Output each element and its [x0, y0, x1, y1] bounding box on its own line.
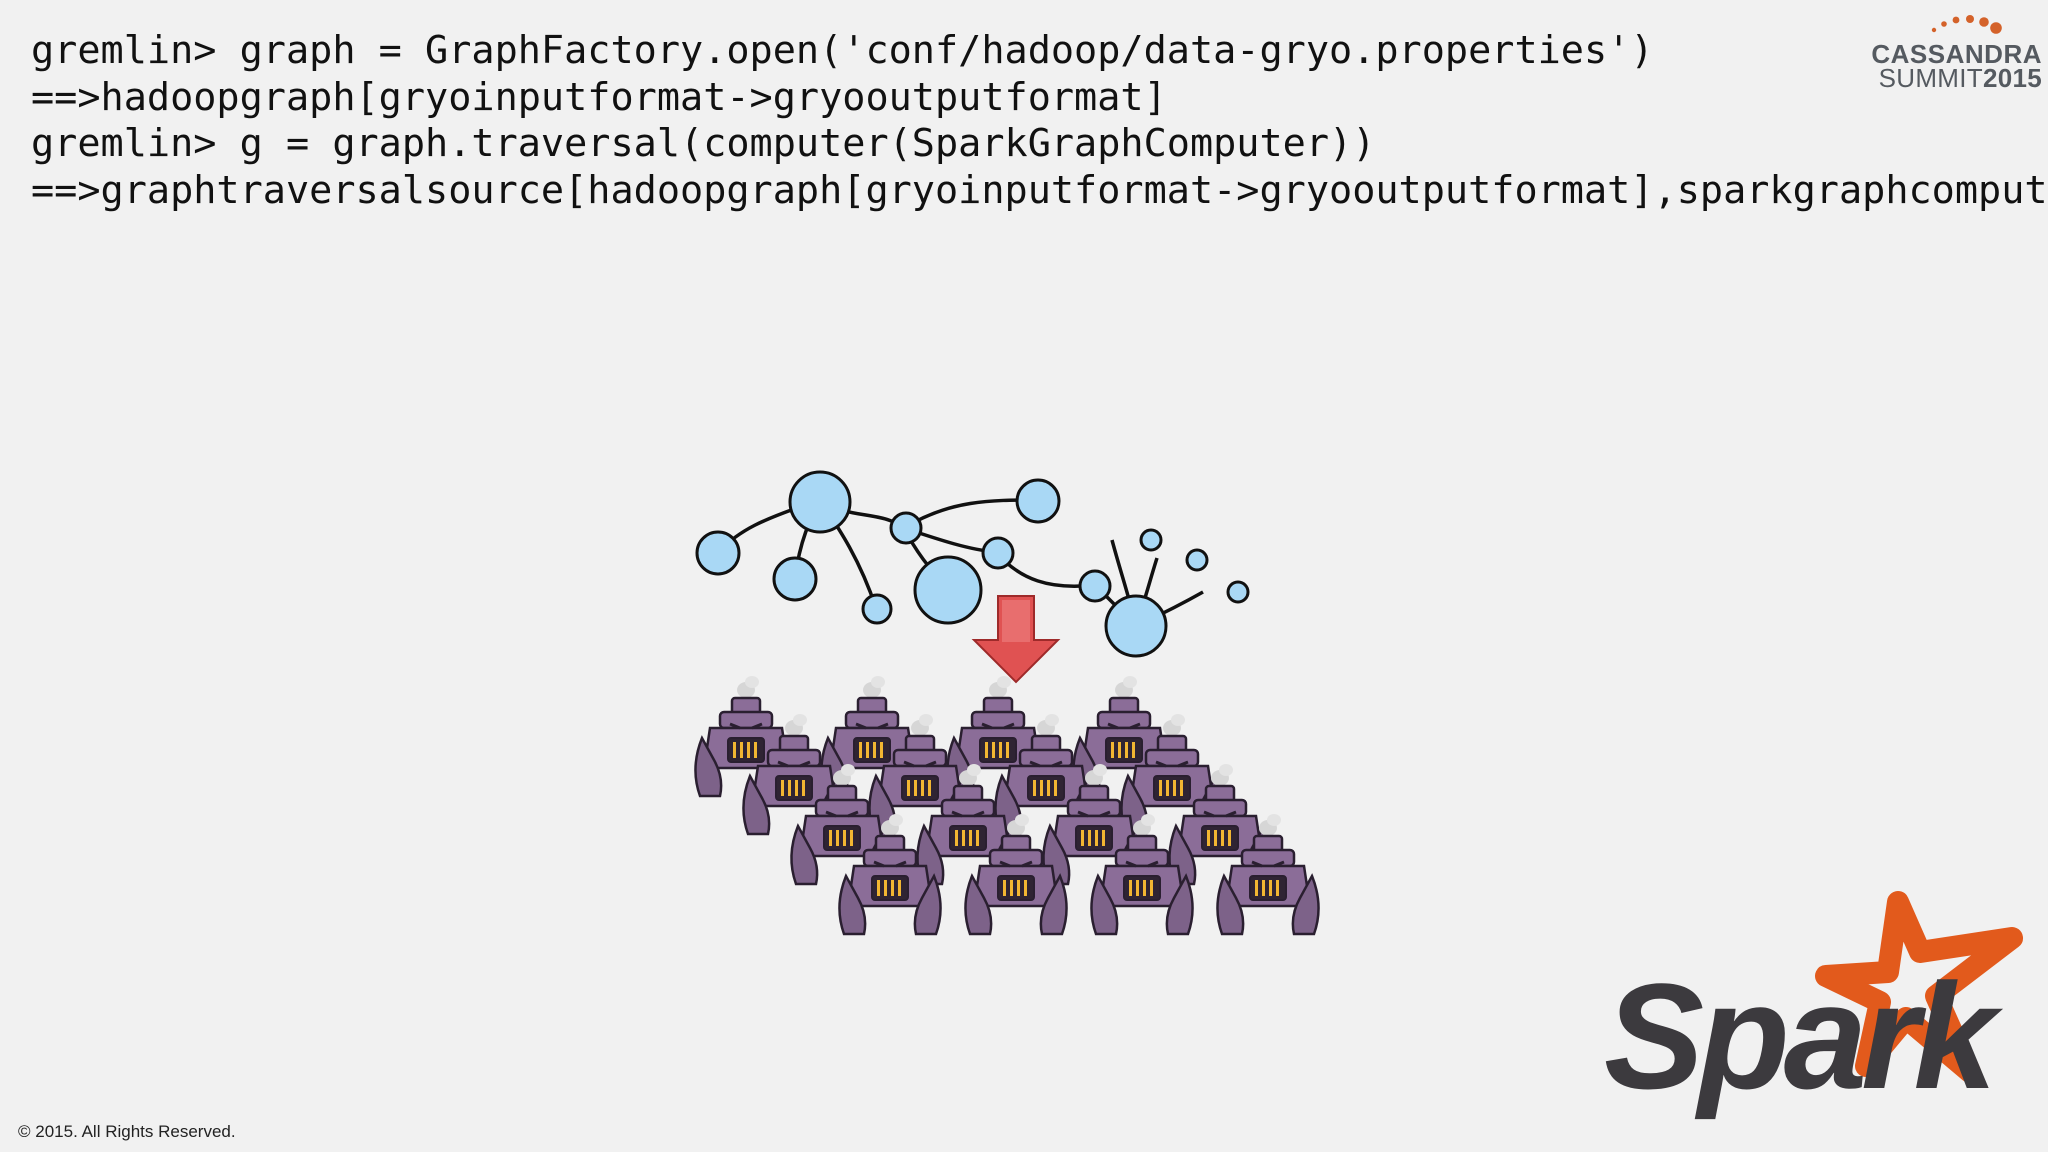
worker-robot-icon: [693, 674, 1321, 936]
spark-wordmark: Spark: [1604, 952, 2003, 1120]
down-arrow-icon: [971, 595, 1061, 684]
cassandra-logo-text: CASSANDRA: [1871, 39, 2042, 69]
code-line-2: ==>hadoopgraph[gryoinputformat->gryooutp…: [31, 74, 1167, 120]
cassandra-eye-icon: [1931, 15, 2002, 34]
spark-logo: Spark: [1604, 891, 2023, 1120]
summit-year: 2015: [1982, 63, 2042, 93]
code-line-4: ==>graphtraversalsource[hadoopgraph[gryo…: [31, 167, 2048, 213]
code-line-3: gremlin> g = graph.traversal(computer(Sp…: [31, 121, 1376, 166]
spark-star-icon: [1815, 891, 2023, 1083]
gremlin-console-code: gremlin> graph = GraphFactory.open('conf…: [31, 28, 2048, 214]
graph-nodes: [695, 470, 1250, 658]
code-line-1: gremlin> graph = GraphFactory.open('conf…: [31, 28, 1654, 73]
graph-computing-illustration: [693, 470, 1321, 936]
copyright-notice: © 2015. All Rights Reserved.: [18, 1122, 236, 1141]
summit-logo-text: SUMMIT2015: [1879, 64, 2042, 92]
summit-word: SUMMIT: [1878, 63, 1983, 93]
